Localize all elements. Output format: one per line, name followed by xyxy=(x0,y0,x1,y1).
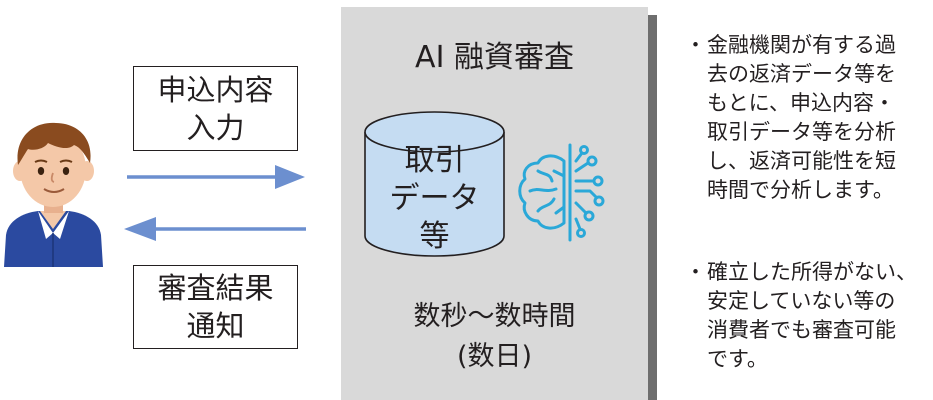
bullet-line: 金融機関が有する過 xyxy=(707,33,896,57)
box-line: 申込内容 xyxy=(157,72,274,107)
arrow-right-icon xyxy=(127,165,305,189)
bullet-line: 去の返済データ等を xyxy=(707,62,896,86)
time-line: 数秒〜数時間 xyxy=(413,301,576,332)
bullet-line: 取引データ等を分析 xyxy=(707,120,896,144)
bullet-line: し、返済可能性を短 xyxy=(707,149,896,173)
result-notification-box: 審査結果 通知 xyxy=(133,265,298,349)
bullet-line: 消費者でも審査可能 xyxy=(707,318,896,342)
box-line: 入力 xyxy=(186,110,245,145)
cylinder-label: 取引 データ 等 xyxy=(363,142,506,256)
cylinder-label-line: 等 xyxy=(419,219,450,254)
box-line: 通知 xyxy=(186,309,245,343)
cylinder-label-line: 取引 xyxy=(404,143,465,178)
database-cylinder-icon xyxy=(364,111,505,257)
application-input-box: 申込内容 入力 xyxy=(133,66,298,151)
bullet-line: です。 xyxy=(707,347,768,371)
bullet-line: 安定していない等の xyxy=(707,289,896,313)
bullet-mark: ・ xyxy=(685,33,706,57)
person-avatar-icon xyxy=(4,122,103,267)
box-line: 審査結果 xyxy=(157,271,274,305)
bullet-line: 確立した所得がない、 xyxy=(707,260,917,284)
ai-brain-icon xyxy=(518,143,605,242)
panel-title: AI 融資審査 xyxy=(415,40,574,75)
time-line: (数日) xyxy=(456,341,533,372)
bullet-line: 時間で分析します。 xyxy=(707,178,894,202)
bullet-line: もとに、申込内容・ xyxy=(707,91,895,115)
processing-time: 数秒〜数時間 (数日) xyxy=(341,297,648,377)
arrow-left-icon xyxy=(124,217,306,241)
bullet-mark: ・ xyxy=(685,260,706,284)
cylinder-label-line: データ xyxy=(389,181,480,216)
